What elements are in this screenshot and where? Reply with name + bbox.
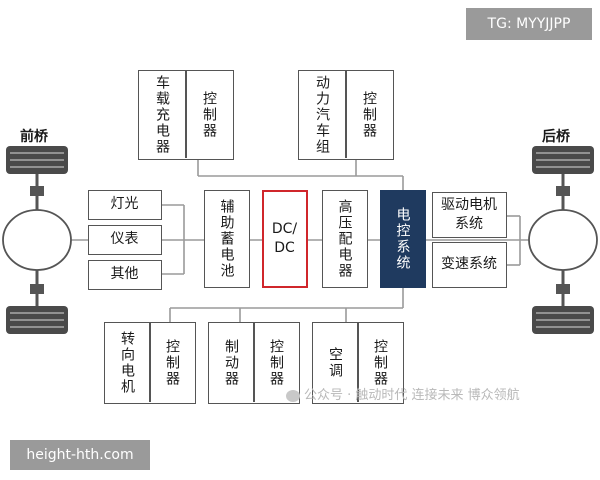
electric-control-system: 电控系统 bbox=[380, 190, 426, 288]
hv-distribution-box: 高压配电器 bbox=[322, 190, 368, 288]
aux-battery: 辅助蓄电池 bbox=[204, 190, 250, 288]
charger-unit: 车载充电器 控制器 bbox=[138, 70, 234, 160]
aux-battery-label: 辅助蓄电池 bbox=[218, 198, 235, 279]
powertrain-label: 动力汽车组 bbox=[314, 74, 331, 155]
load-other-label: 其他 bbox=[110, 266, 139, 283]
dcdc-label: DC/ DC bbox=[271, 221, 298, 256]
brake-label: 制动器 bbox=[223, 338, 240, 387]
hv-distribution-label: 高压配电器 bbox=[336, 198, 353, 279]
bottom-left-watermark: height-hth.com bbox=[10, 440, 150, 470]
load-lights: 灯光 bbox=[88, 190, 162, 220]
brake-unit: 制动器 控制器 bbox=[208, 322, 300, 404]
powertrain-controller-label: 控制器 bbox=[361, 90, 378, 139]
front-wheel-assembly bbox=[2, 146, 72, 334]
charger-label: 车载充电器 bbox=[154, 74, 171, 155]
steering-divider bbox=[149, 323, 151, 402]
load-lights-label: 灯光 bbox=[110, 196, 139, 213]
brake-controller-label: 控制器 bbox=[268, 338, 285, 387]
air-conditioning-controller-label: 控制器 bbox=[372, 338, 389, 387]
steering-motor-label: 转向电机 bbox=[119, 330, 136, 395]
air-conditioning-unit: 空调 控制器 bbox=[312, 322, 404, 404]
electric-control-label: 电控系统 bbox=[394, 206, 411, 271]
air-conditioning-label: 空调 bbox=[327, 346, 344, 379]
powertrain-unit: 动力汽车组 控制器 bbox=[298, 70, 394, 160]
drive-motor-label: 驱动电机系统 bbox=[441, 197, 497, 232]
load-other: 其他 bbox=[88, 260, 162, 290]
brake-divider bbox=[253, 323, 255, 402]
steering-motor-unit: 转向电机 控制器 bbox=[104, 322, 196, 404]
top-right-watermark: TG: MYYJJPP bbox=[466, 8, 592, 40]
front-axle-label: 前桥 bbox=[20, 129, 48, 145]
charger-controller-label: 控制器 bbox=[201, 90, 218, 139]
dcdc-converter: DC/ DC bbox=[262, 190, 308, 288]
charger-divider bbox=[185, 71, 187, 158]
powertrain-divider bbox=[345, 71, 347, 158]
rear-wheel-assembly bbox=[528, 146, 598, 334]
load-instruments: 仪表 bbox=[88, 225, 162, 255]
drive-motor-system: 驱动电机系统 bbox=[432, 192, 507, 238]
steering-controller-label: 控制器 bbox=[164, 338, 181, 387]
transmission-system: 变速系统 bbox=[432, 242, 507, 288]
air-conditioning-divider bbox=[357, 323, 359, 402]
wechat-watermark-text: 公众号 · 触动时代 连接未来 博众领航 bbox=[304, 388, 520, 403]
wechat-watermark: 公众号 · 触动时代 连接未来 博众领航 bbox=[286, 384, 520, 403]
transmission-label: 变速系统 bbox=[441, 256, 497, 273]
load-instruments-label: 仪表 bbox=[110, 231, 139, 248]
rear-axle-label: 后桥 bbox=[542, 129, 570, 145]
wechat-icon bbox=[286, 389, 300, 402]
